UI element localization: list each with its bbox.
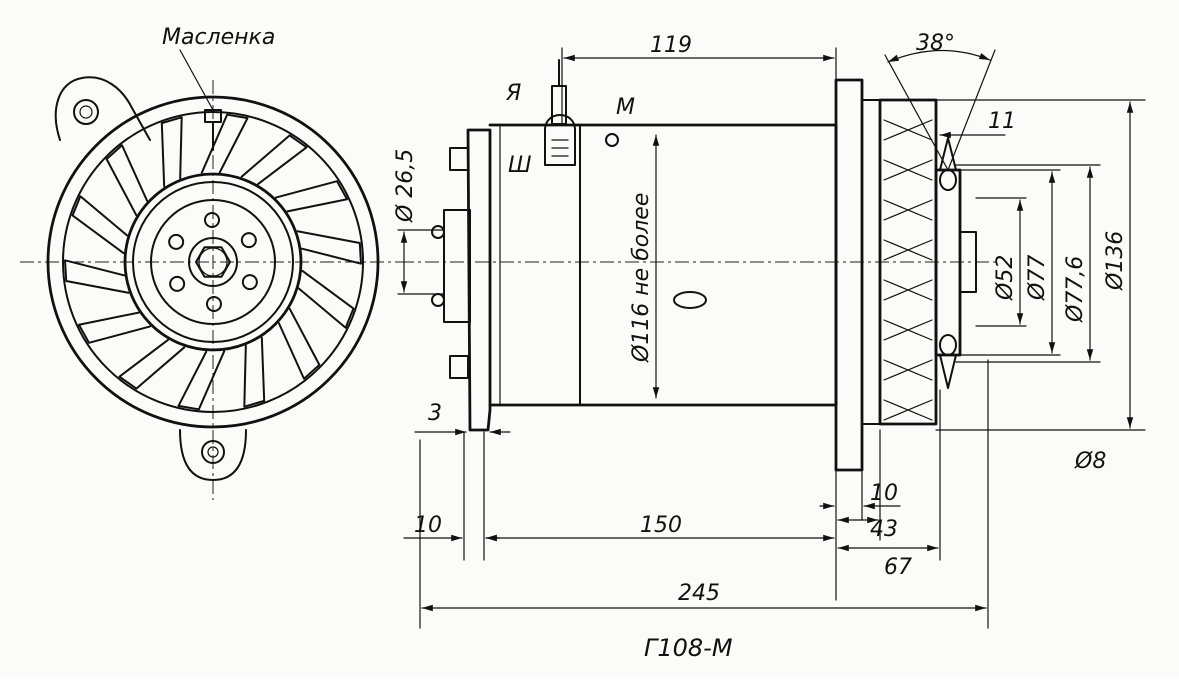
terminal-sh-label: Ш xyxy=(508,153,532,178)
fan-blade xyxy=(177,350,226,411)
pulley-bolt xyxy=(169,275,186,292)
fan-blade xyxy=(77,311,152,344)
fan-blade xyxy=(296,230,362,265)
fan-blade xyxy=(64,259,130,294)
side-fan-blade xyxy=(883,119,933,141)
dim-d-77: Ø77 xyxy=(1025,255,1050,301)
oiler-label: Масленка xyxy=(162,25,275,50)
side-fan xyxy=(883,119,933,421)
side-fan-blade xyxy=(883,279,933,301)
pulley-bolt xyxy=(205,295,222,312)
side-fan-blade xyxy=(883,319,933,341)
fan-blade xyxy=(200,113,249,174)
side-fan-blade xyxy=(883,159,933,181)
side-fan-blade xyxy=(883,359,933,381)
dim-43: 43 xyxy=(870,517,898,542)
terminal-ya-label: Я xyxy=(505,81,521,106)
dim-d-136: Ø136 xyxy=(1103,231,1128,291)
fan-blade xyxy=(71,195,129,255)
dim-10-right: 10 xyxy=(870,481,898,506)
pulley-bolts xyxy=(168,212,258,312)
side-fan-blade xyxy=(883,399,933,421)
dim-d-52: Ø52 xyxy=(993,255,1018,301)
fan-blade xyxy=(243,336,266,408)
dim-3: 3 xyxy=(428,401,442,426)
side-view xyxy=(400,59,1000,472)
fan-blades xyxy=(64,113,362,411)
dim-119: 119 xyxy=(650,33,692,58)
dim-d-8: Ø8 xyxy=(1074,449,1106,474)
dim-d-26-5: Ø 26,5 xyxy=(393,149,418,223)
fan-blade xyxy=(105,144,149,217)
pulley-bolt xyxy=(240,232,257,249)
fan-blade xyxy=(118,338,186,390)
dim-d-77-6: Ø77,6 xyxy=(1063,256,1088,323)
dim-150: 150 xyxy=(640,513,682,538)
dim-11: 11 xyxy=(988,109,1016,134)
side-fan-blade xyxy=(883,199,933,221)
fan-blade xyxy=(240,134,308,186)
body-diameter-label: Ø116 не более xyxy=(629,193,654,363)
fan-blade xyxy=(277,307,321,380)
dim-67: 67 xyxy=(884,555,912,580)
side-fan-blade xyxy=(883,239,933,261)
terminal-m-label: М xyxy=(616,95,635,120)
dim-10-left: 10 xyxy=(414,513,442,538)
pulley-bolt xyxy=(241,274,258,291)
pulley-bolt xyxy=(168,233,185,250)
fan-blade xyxy=(297,269,355,329)
dim-angle-38: 38° xyxy=(916,31,955,56)
front-view xyxy=(20,49,410,500)
fan-blade xyxy=(274,180,349,213)
dim-245: 245 xyxy=(678,581,720,606)
pulley-bolt xyxy=(204,212,221,229)
drawing-title: Г108-М xyxy=(644,634,733,662)
fan-blade xyxy=(160,116,183,188)
